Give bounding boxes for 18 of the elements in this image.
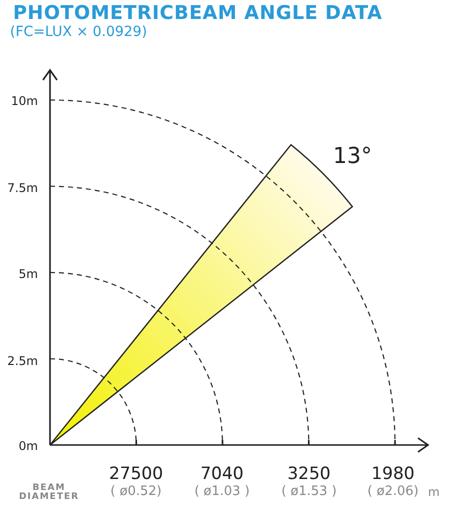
lux-value: 3250 — [287, 466, 331, 483]
axis-label: 10m — [11, 95, 38, 107]
beam-diameter: ( ø1.53 ) — [281, 485, 337, 498]
axis-label: 0m — [18, 440, 38, 452]
beam-diameter: ( ø2.06) — [367, 485, 419, 498]
axis-label: 7.5m — [7, 182, 38, 194]
axis-label: 5m — [18, 268, 38, 280]
beam-diameter: ( ø1.03 ) — [194, 485, 250, 498]
lux-value: 27500 — [108, 466, 164, 483]
title: PHOTOMETRICBEAM ANGLE DATA — [13, 4, 382, 23]
lux-value: 1980 — [371, 466, 415, 483]
angle-label: 13° — [333, 146, 372, 168]
unit-label: m — [428, 486, 440, 498]
axis-label: 2.5m — [7, 355, 38, 367]
subtitle: (FC=LUX × 0.0929) — [10, 25, 148, 39]
row-label: BEAM DIAMETER — [18, 484, 80, 503]
beam-diameter: ( ø0.52) — [110, 485, 162, 498]
lux-value: 7040 — [200, 466, 244, 483]
